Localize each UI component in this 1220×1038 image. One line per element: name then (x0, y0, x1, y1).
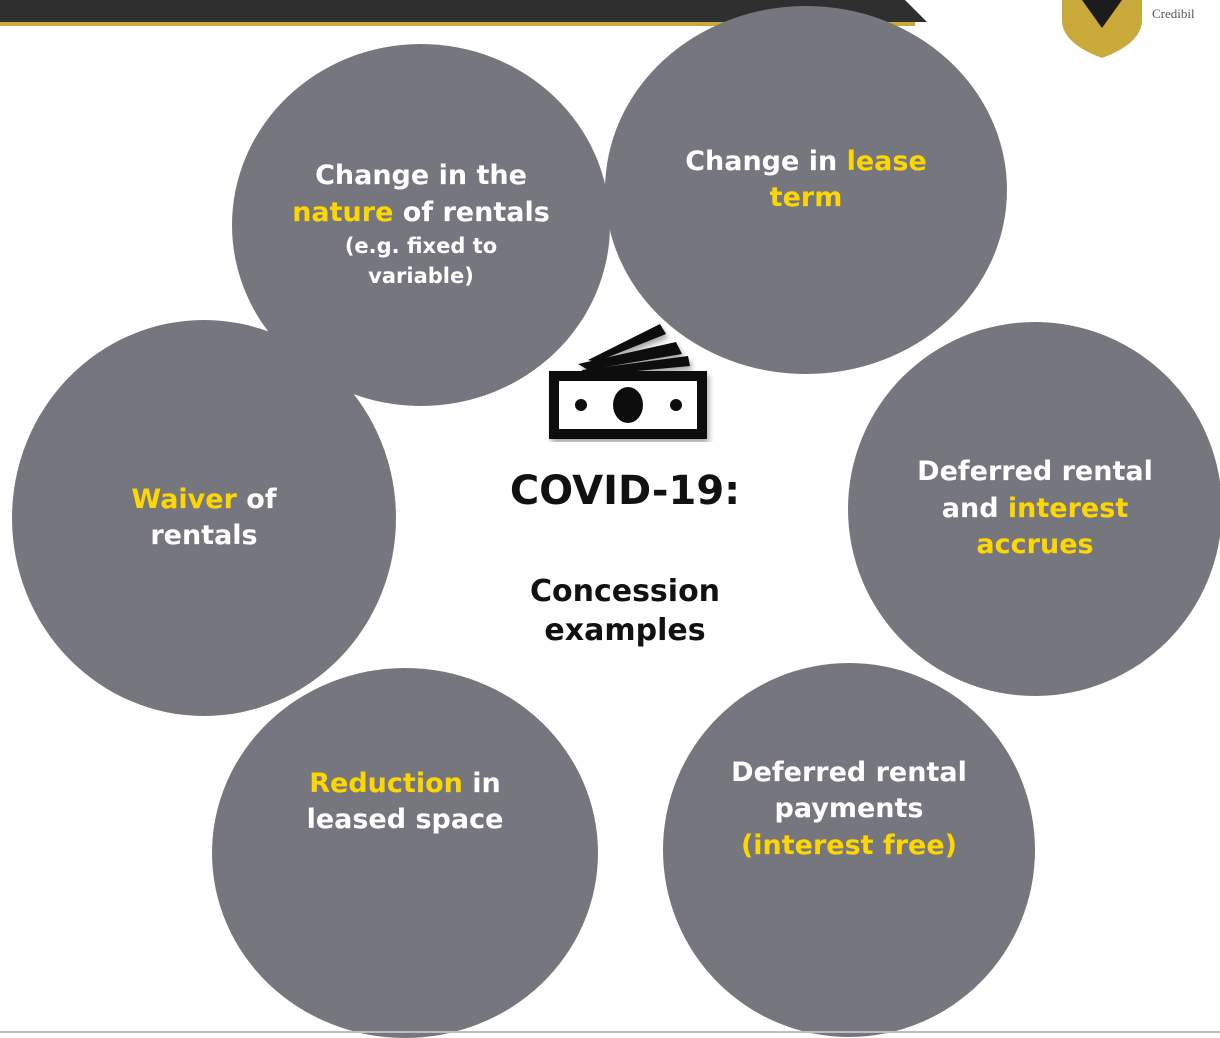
nature-highlight: nature (292, 196, 394, 228)
header-accent-line (0, 22, 915, 26)
shield-logo-icon (1062, 0, 1142, 58)
header-bar (0, 0, 930, 22)
deferred-free-highlight: (interest free) (740, 829, 958, 861)
waiver-highlight: Waiver (131, 483, 237, 515)
reduction-highlight: Reduction (309, 768, 463, 799)
concession-reduction: Reduction in leased space (212, 668, 598, 1038)
deferred-interest-highlight2: accrues (976, 529, 1094, 561)
lease-term-highlight2: term (769, 182, 843, 214)
concession-deferred-interest: Deferred rental and interest accrues (848, 322, 1220, 696)
reduction-line2: leased space (306, 804, 504, 836)
center-subtitle-line2: examples (544, 613, 706, 648)
nature-note-line2: variable) (368, 264, 474, 289)
logo-text: Credibil (1152, 6, 1195, 21)
concession-deferred-interest-text: Deferred rental and interest accrues (917, 454, 1153, 563)
deferred-free-line2: payments (774, 793, 924, 825)
concession-waiver-text: Waiver of rentals (131, 482, 276, 555)
concession-lease-term-text: Change in lease term (685, 144, 927, 217)
concession-waiver: Waiver of rentals (12, 320, 396, 716)
nature-line1: Change in the (315, 160, 527, 192)
deferred-interest-prefix: and (941, 492, 1008, 524)
center-subtitle-line1: Concession (529, 574, 721, 609)
money-bills-icon (549, 324, 707, 439)
concession-deferred-free-text: Deferred rental payments (interest free) (731, 755, 967, 864)
center-subtitle: Concession examples (470, 572, 780, 650)
reduction-rest: in (462, 768, 501, 799)
lease-term-prefix: Change in (685, 146, 847, 177)
nature-note-line1: (e.g. fixed to (344, 234, 498, 258)
concession-nature-text: Change in the nature of rentals (e.g. fi… (292, 158, 550, 292)
nature-line2: of rentals (393, 196, 550, 228)
concession-deferred-free: Deferred rental payments (interest free) (663, 663, 1035, 1037)
concession-lease-term: Change in lease term (605, 6, 1007, 374)
lease-term-highlight1: lease (846, 146, 927, 177)
bottom-divider (0, 1031, 1220, 1033)
deferred-free-line1: Deferred rental (731, 757, 967, 788)
waiver-line2: rentals (150, 520, 258, 551)
concession-reduction-text: Reduction in leased space (307, 766, 504, 839)
waiver-rest: of (236, 483, 277, 515)
deferred-interest-highlight1: interest (1007, 492, 1129, 524)
concession-nature-of-rentals: Change in the nature of rentals (e.g. fi… (232, 44, 610, 406)
center-title: COVID-19: (509, 468, 741, 514)
deferred-interest-line1: Deferred rental (917, 456, 1153, 488)
header-bar-cut (905, 0, 931, 26)
